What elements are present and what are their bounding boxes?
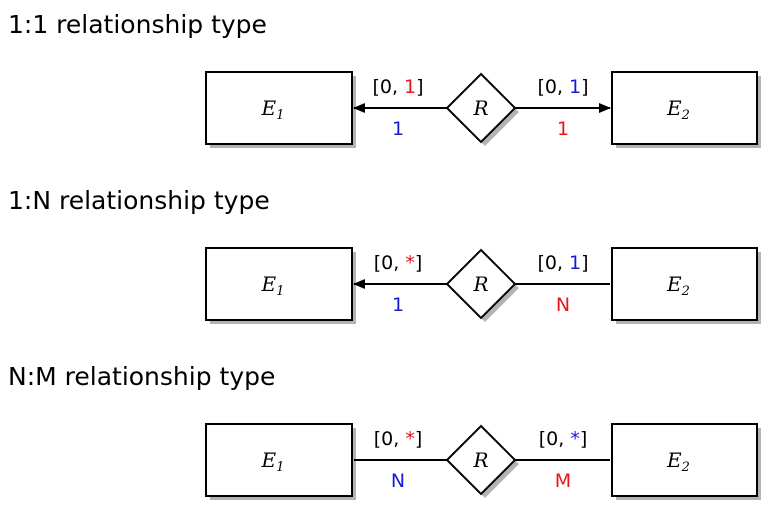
section-heading: N:M relationship type <box>8 362 275 391</box>
right-entity-name: E2 <box>666 448 690 475</box>
entity-subscript: 2 <box>681 108 690 123</box>
relationship-name: R <box>472 448 488 472</box>
entity-subscript: 1 <box>276 108 284 123</box>
label-open: [0, <box>374 428 406 450</box>
label-close: ] <box>580 428 587 450</box>
label-max-value: * <box>405 252 415 274</box>
left-cardinality: 1 <box>392 294 404 316</box>
left-entity-box <box>205 247 353 321</box>
right-cardinality: N <box>556 294 570 316</box>
entity-letter: E <box>261 272 277 296</box>
right-participation-label: [0, 1] <box>537 76 588 98</box>
label-max-value: 1 <box>569 252 581 274</box>
left-entity-name: E1 <box>261 448 285 475</box>
label-close: ] <box>416 76 423 98</box>
relationship-name: R <box>472 272 488 296</box>
label-close: ] <box>581 252 588 274</box>
relationship-name: R <box>472 96 488 120</box>
left-cardinality: N <box>391 470 405 492</box>
label-open: [0, <box>537 252 569 274</box>
right-entity-name: E2 <box>666 272 690 299</box>
entity-letter: E <box>666 448 682 472</box>
relationship-diamond <box>445 72 517 144</box>
entity-subscript: 2 <box>681 284 690 299</box>
label-open: [0, <box>539 428 571 450</box>
entity-letter: E <box>666 96 682 120</box>
left-entity-box <box>205 71 353 145</box>
right-participation-label: [0, 1] <box>537 252 588 274</box>
label-close: ] <box>415 252 422 274</box>
entity-letter: E <box>666 272 682 296</box>
right-cardinality: M <box>555 470 571 492</box>
right-cardinality: 1 <box>557 118 569 140</box>
left-cardinality: 1 <box>392 118 404 140</box>
entity-letter: E <box>261 96 277 120</box>
right-entity-box <box>611 423 758 497</box>
right-entity-name: E2 <box>666 96 690 123</box>
right-participation-label: [0, *] <box>539 428 588 450</box>
entity-letter: E <box>261 448 277 472</box>
label-close: ] <box>415 428 422 450</box>
label-max-value: * <box>570 428 580 450</box>
left-entity-box <box>205 423 353 497</box>
left-participation-label: [0, *] <box>374 252 423 274</box>
label-max-value: * <box>405 428 415 450</box>
relationship-diamond <box>445 248 517 320</box>
left-entity-name: E1 <box>261 96 285 123</box>
entity-subscript: 1 <box>276 460 284 475</box>
label-max-value: 1 <box>569 76 581 98</box>
relationship-diamond <box>445 424 517 496</box>
right-entity-box <box>611 71 758 145</box>
entity-subscript: 2 <box>681 460 690 475</box>
right-entity-box <box>611 247 758 321</box>
section-heading: 1:1 relationship type <box>8 10 267 39</box>
left-entity-name: E1 <box>261 272 285 299</box>
label-open: [0, <box>537 76 569 98</box>
section-heading: 1:N relationship type <box>8 186 270 215</box>
left-participation-label: [0, *] <box>374 428 423 450</box>
label-open: [0, <box>374 252 406 274</box>
label-max-value: 1 <box>404 76 416 98</box>
left-participation-label: [0, 1] <box>372 76 423 98</box>
label-open: [0, <box>372 76 404 98</box>
label-close: ] <box>581 76 588 98</box>
entity-subscript: 1 <box>276 284 284 299</box>
